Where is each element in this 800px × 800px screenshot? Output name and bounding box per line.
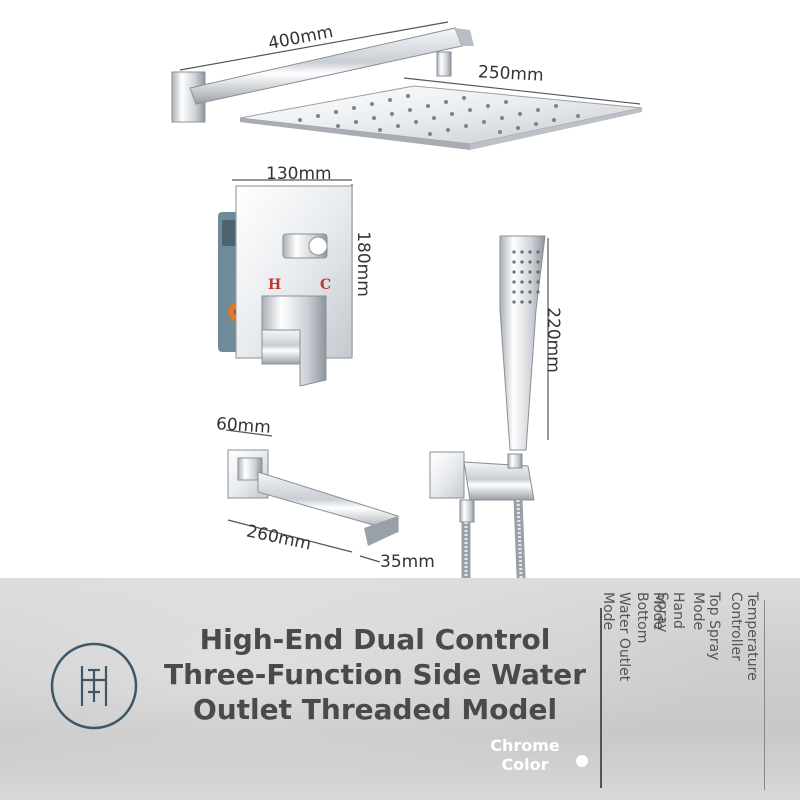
mode-water-outlet: Water Outlet Mode: [600, 592, 632, 681]
monogram-logo-icon: [50, 642, 138, 730]
mode-hand-spray: Hand Spray: [654, 592, 686, 632]
mode-divider: [764, 600, 765, 790]
title-line: High-End Dual Control: [199, 623, 551, 656]
dim-valve-width: 130mm: [266, 164, 332, 184]
mode-line: Mode: [600, 592, 616, 631]
tub-spout: [227, 449, 399, 546]
title-line: Outlet Threaded Model: [192, 693, 558, 726]
handheld-shower: [429, 235, 546, 600]
mode-temperature-controller: Temperature Controller: [728, 592, 760, 681]
mode-line: Mode: [650, 592, 666, 631]
mode-line: Controller: [728, 592, 744, 661]
mode-line: Mode: [690, 592, 706, 631]
finish-label: Chrome Color: [470, 736, 580, 774]
finish-swatch: [576, 755, 588, 767]
cold-indicator: C: [320, 277, 331, 293]
mode-line: Temperature: [744, 592, 760, 681]
diverter-valve: [218, 185, 353, 387]
dim-valve-height: 180mm: [352, 231, 373, 297]
dim-spout-outlet: 35mm: [380, 552, 435, 572]
dim-head-size: 250mm: [477, 62, 545, 86]
mode-line: Water Outlet: [616, 592, 632, 682]
rain-shower-head: [239, 85, 643, 150]
mode-top-spray: Top Spray Mode: [690, 592, 722, 660]
dim-spout-height: 60mm: [215, 414, 272, 438]
mode-divider: [600, 608, 602, 788]
feature-banner: High-End Dual Control Three-Function Sid…: [0, 578, 800, 800]
hot-indicator: H: [268, 277, 281, 293]
mode-line: Spray: [654, 592, 670, 633]
product-title: High-End Dual Control Three-Function Sid…: [150, 622, 600, 727]
dim-handheld-length: 220mm: [542, 307, 563, 373]
product-illustration: H C: [171, 21, 643, 600]
mode-line: Hand: [670, 592, 686, 629]
mode-bottom: Mode Bottom: [634, 592, 666, 643]
mode-line: Top Spray: [706, 592, 722, 661]
title-line: Three-Function Side Water: [163, 658, 587, 691]
shower-arm: [171, 27, 474, 123]
banner-sheen: [0, 578, 800, 800]
finish-line: Color: [501, 755, 549, 774]
mode-line: Bottom: [634, 592, 650, 644]
finish-line: Chrome: [490, 736, 560, 755]
